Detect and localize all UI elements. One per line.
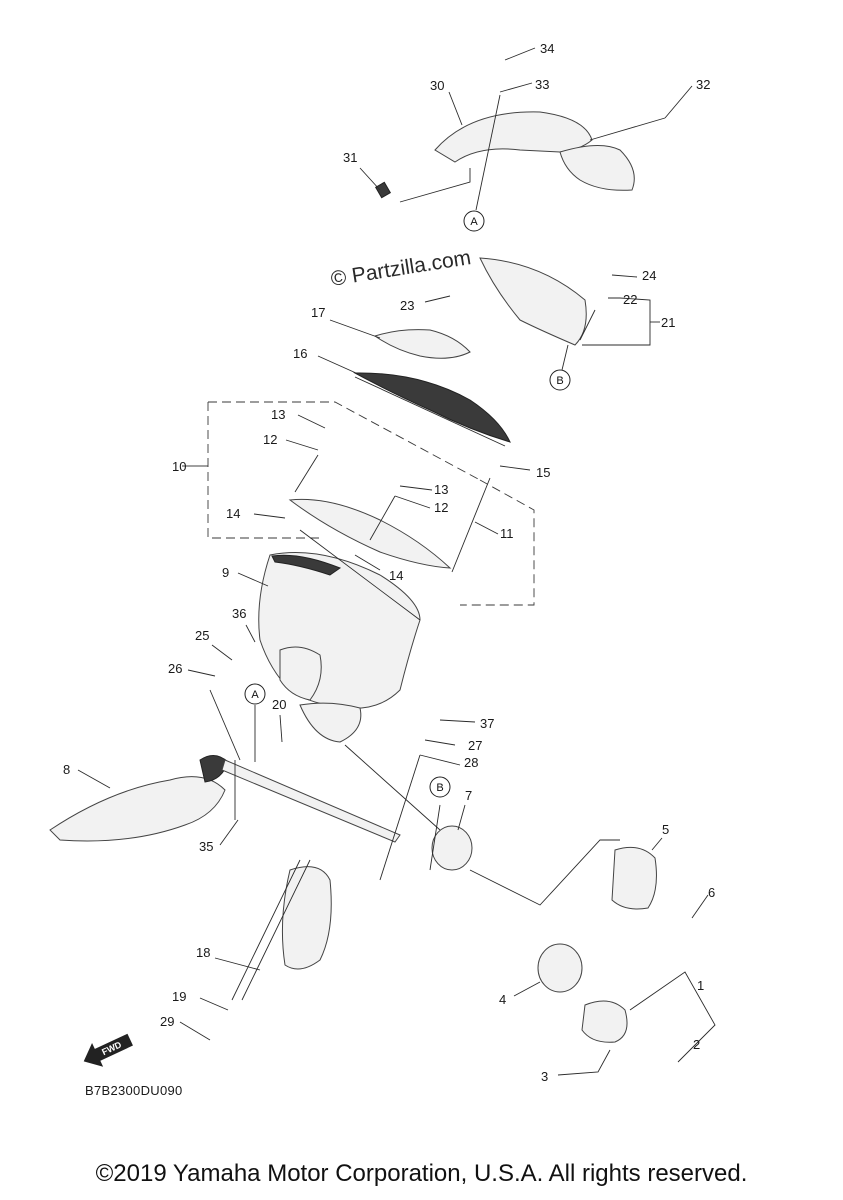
circle-ref-b-bottom: B bbox=[429, 776, 451, 798]
callout-20: 20 bbox=[272, 697, 286, 712]
fwd-arrow-icon: FWD bbox=[83, 1033, 133, 1067]
part-top-cowl bbox=[434, 111, 593, 163]
callout-18: 18 bbox=[196, 945, 210, 960]
part-side-cover-8 bbox=[49, 776, 226, 842]
callout-36: 36 bbox=[232, 606, 246, 621]
part-clip-31 bbox=[374, 181, 392, 199]
leader-lines bbox=[77, 47, 716, 1076]
callout-17: 17 bbox=[311, 305, 325, 320]
parts-diagram: A B A B © Partzilla.com FWD 1 2 3 4 5 6 … bbox=[49, 41, 716, 1084]
part-grommet-7 bbox=[431, 825, 473, 871]
callout-12a: 12 bbox=[263, 432, 277, 447]
callout-10: 10 bbox=[172, 459, 186, 474]
callout-14b: 14 bbox=[389, 568, 403, 583]
callout-13b: 13 bbox=[434, 482, 448, 497]
svg-text:B: B bbox=[556, 375, 563, 387]
part-center-bar bbox=[221, 759, 401, 843]
part-side-panel-top bbox=[559, 145, 635, 191]
callout-23: 23 bbox=[400, 298, 414, 313]
watermark: © Partzilla.com bbox=[329, 246, 472, 291]
callout-28: 28 bbox=[464, 755, 478, 770]
group-box-10 bbox=[208, 401, 481, 481]
callout-15: 15 bbox=[536, 465, 550, 480]
callout-27: 27 bbox=[468, 738, 482, 753]
callout-5: 5 bbox=[662, 822, 669, 837]
callout-32: 32 bbox=[696, 77, 710, 92]
part-block-5 bbox=[611, 846, 657, 910]
circle-ref-a-bottom: A bbox=[244, 683, 266, 705]
callout-13a: 13 bbox=[271, 407, 285, 422]
callout-9: 9 bbox=[222, 565, 229, 580]
part-housing-1 bbox=[581, 1000, 628, 1043]
part-element-16 bbox=[353, 372, 511, 443]
group-box-11 bbox=[460, 479, 535, 606]
circle-ref-b-top: B bbox=[549, 369, 571, 391]
svg-text:A: A bbox=[251, 689, 259, 701]
diagram-code: B7B2300DU090 bbox=[85, 1083, 183, 1098]
svg-text:A: A bbox=[470, 216, 478, 228]
callout-8: 8 bbox=[63, 762, 70, 777]
callout-31: 31 bbox=[343, 150, 357, 165]
callout-29: 29 bbox=[160, 1014, 174, 1029]
part-ring-4 bbox=[537, 943, 583, 993]
callout-34: 34 bbox=[540, 41, 554, 56]
callout-16: 16 bbox=[293, 346, 307, 361]
callout-1: 1 bbox=[697, 978, 704, 993]
callout-24: 24 bbox=[642, 268, 656, 283]
circle-ref-a-top: A bbox=[463, 210, 485, 232]
callout-19: 19 bbox=[172, 989, 186, 1004]
callout-35: 35 bbox=[199, 839, 213, 854]
callout-6: 6 bbox=[708, 885, 715, 900]
copyright-notice: ©2019 Yamaha Motor Corporation, U.S.A. A… bbox=[95, 1160, 748, 1187]
part-bracket-17 bbox=[373, 329, 471, 359]
callout-7: 7 bbox=[465, 788, 472, 803]
callout-21: 21 bbox=[661, 315, 675, 330]
part-filter-frame bbox=[288, 498, 452, 569]
callout-11: 11 bbox=[500, 526, 514, 541]
callout-26: 26 bbox=[168, 661, 182, 676]
callout-14a: 14 bbox=[226, 506, 240, 521]
callout-2: 2 bbox=[693, 1037, 700, 1052]
part-cover-23 bbox=[479, 257, 587, 346]
callout-4: 4 bbox=[499, 992, 506, 1007]
callout-12b: 12 bbox=[434, 500, 448, 515]
callout-30: 30 bbox=[430, 78, 444, 93]
svg-text:B: B bbox=[436, 782, 443, 794]
callout-37: 37 bbox=[480, 716, 494, 731]
callout-labels: 1 2 3 4 5 6 7 8 9 10 11 12 12 13 13 14 1… bbox=[63, 41, 715, 1084]
callout-3: 3 bbox=[541, 1069, 548, 1084]
callout-33: 33 bbox=[535, 77, 549, 92]
callout-25: 25 bbox=[195, 628, 209, 643]
callout-22: 22 bbox=[623, 292, 637, 307]
